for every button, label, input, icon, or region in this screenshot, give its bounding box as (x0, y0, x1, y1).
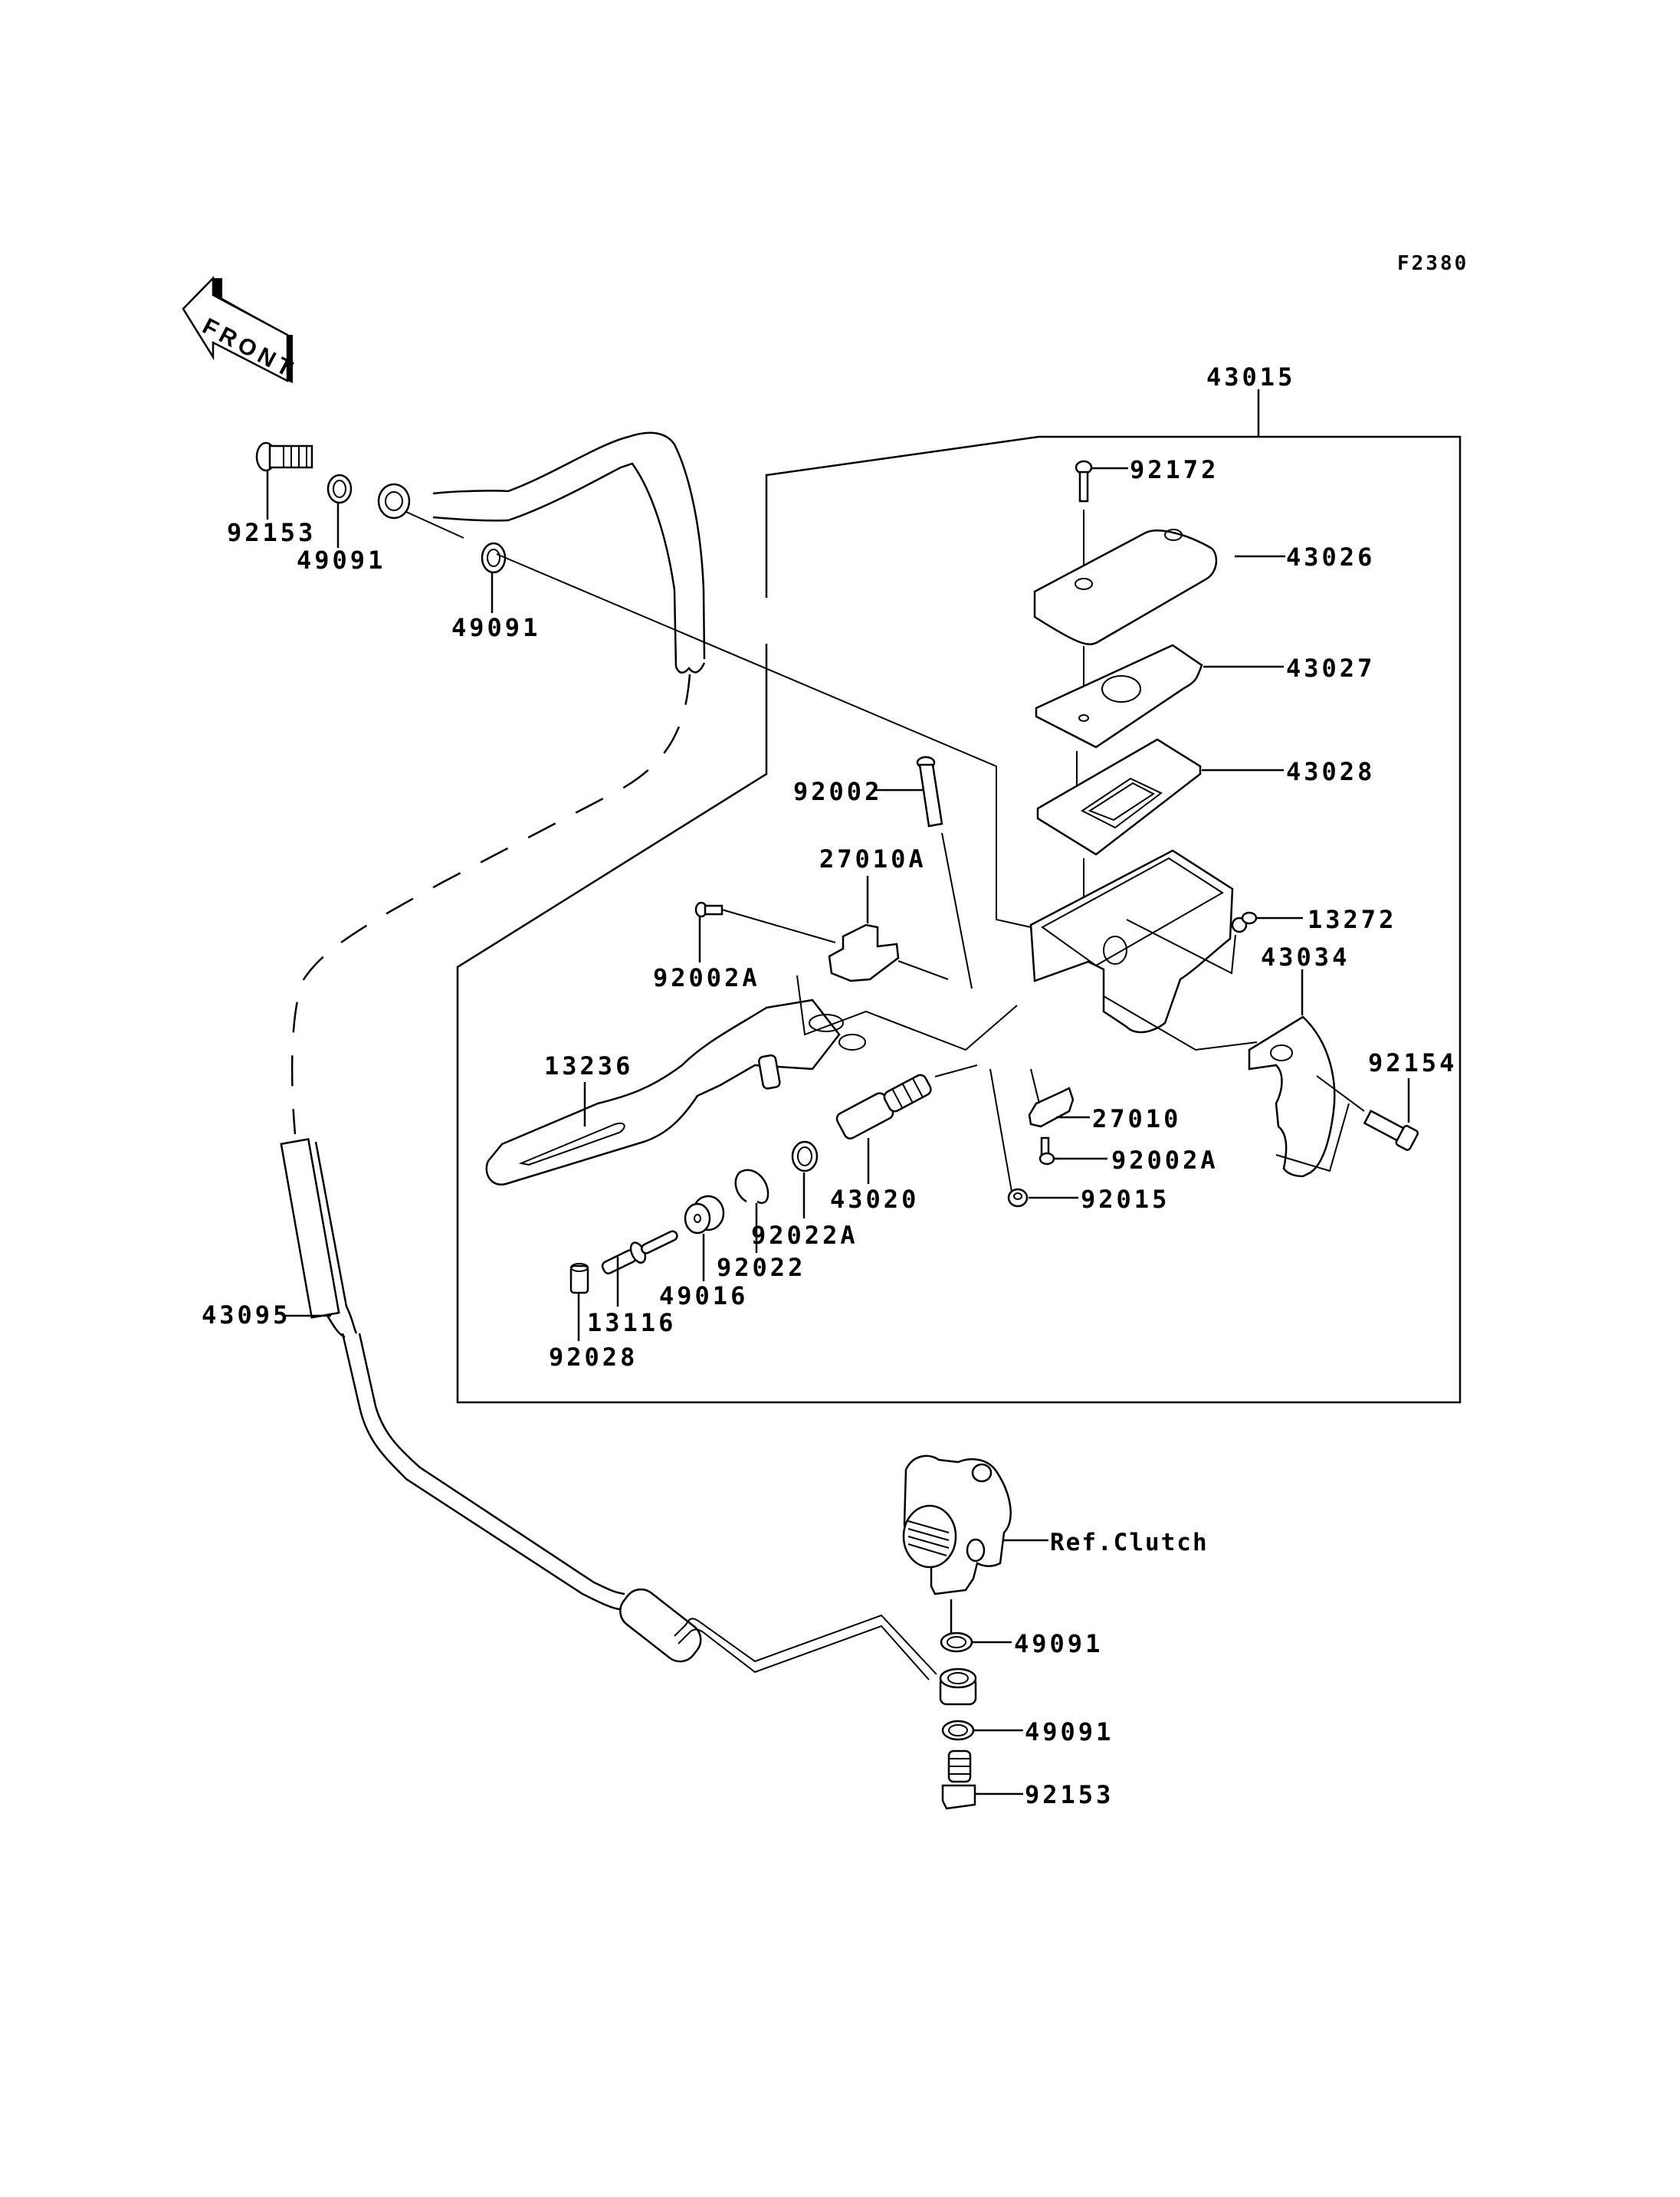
diaphragm-43028 (1036, 738, 1202, 856)
hose-43095 (280, 431, 937, 1681)
front-arrow-icon: FRONT (182, 275, 300, 384)
label-27010: 27010 (1092, 1104, 1181, 1133)
label-92015: 92015 (1081, 1185, 1170, 1214)
banjo-bolt-bottom (941, 1749, 976, 1810)
nut-92015 (1007, 1188, 1029, 1208)
push-rod-13116 (601, 1230, 678, 1275)
screw-92002a-lower (1039, 1136, 1055, 1166)
lever-13236 (485, 998, 841, 1186)
reservoir-cap-43026 (1033, 530, 1218, 645)
plate-43027 (1035, 644, 1203, 749)
master-cylinder-body (1029, 849, 1234, 1034)
assembly-frame (456, 435, 1462, 1404)
label-43020: 43020 (830, 1185, 919, 1214)
clutch-release-cylinder (902, 1454, 1012, 1595)
label-92154: 92154 (1368, 1048, 1457, 1077)
label-92022: 92022 (717, 1253, 806, 1282)
label-43026: 43026 (1286, 543, 1375, 572)
label-13236: 13236 (544, 1051, 633, 1080)
holder-bolt-92154 (1363, 1110, 1419, 1151)
label-92002: 92002 (793, 777, 882, 806)
label-92002a-lower: 92002A (1111, 1146, 1219, 1175)
washer-clutch-lower (941, 1720, 975, 1741)
bleeder-screw-13272 (1231, 911, 1258, 933)
banjo-bolt-top (255, 441, 313, 472)
label-92153-top: 92153 (227, 518, 316, 547)
label-92002a-upper: 92002A (653, 963, 760, 992)
switch-27010a (828, 923, 900, 982)
screw-92002a-upper (694, 901, 724, 918)
label-49091-top-left: 49091 (297, 546, 386, 575)
label-43034: 43034 (1261, 943, 1350, 972)
label-13116: 13116 (587, 1308, 676, 1337)
label-92172: 92172 (1130, 455, 1219, 484)
washer-icon (326, 474, 353, 504)
label-92022a: 92022A (751, 1221, 858, 1250)
label-43095: 43095 (202, 1300, 290, 1330)
label-92028: 92028 (549, 1343, 638, 1372)
cap-92028 (569, 1263, 589, 1294)
label-13272: 13272 (1308, 905, 1396, 934)
label-27010a: 27010A (819, 844, 927, 874)
figure-code: F2380 (1397, 252, 1468, 275)
label-43028: 43028 (1286, 757, 1375, 786)
banjo-fitting-lower (939, 1667, 977, 1706)
holder-43034 (1248, 1015, 1336, 1178)
screw-92172 (1075, 460, 1093, 503)
label-92153-bottom: 92153 (1025, 1780, 1114, 1809)
pivot-bolt-92002 (916, 756, 943, 828)
label-49091-clutch-lower: 49091 (1025, 1717, 1114, 1746)
label-43015: 43015 (1206, 362, 1295, 392)
circlip-92022 (734, 1169, 769, 1205)
label-49016: 49016 (659, 1281, 748, 1310)
washer-clutch-upper (940, 1631, 973, 1653)
piston-kit-43020 (835, 1074, 932, 1139)
label-ref-clutch: Ref.Clutch (1050, 1529, 1209, 1556)
label-43027: 43027 (1286, 654, 1375, 683)
boot-49016 (684, 1195, 725, 1235)
switch-27010 (1028, 1087, 1075, 1128)
label-49091-clutch-upper: 49091 (1014, 1629, 1103, 1658)
label-49091-top-right: 49091 (451, 613, 540, 642)
washer-92022a (791, 1140, 819, 1172)
